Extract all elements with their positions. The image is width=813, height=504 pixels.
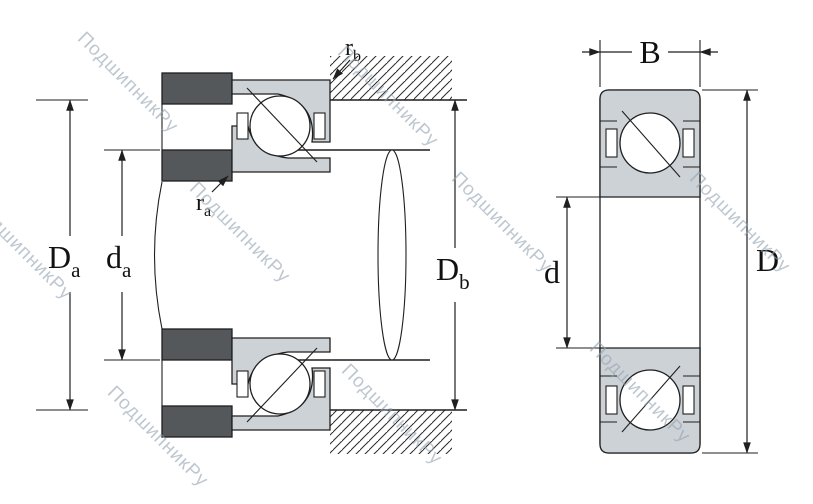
- leader-line: [332, 59, 351, 80]
- contact-angle-line: [246, 347, 318, 423]
- bearing-section-top: [231, 79, 331, 173]
- dimension-label-Da: Da: [48, 239, 81, 282]
- leader-line: [211, 175, 229, 193]
- spacer-block-bottom-outer: [161, 405, 233, 438]
- callout-rb: rb: [332, 35, 361, 80]
- ball-icon: [249, 353, 311, 415]
- dimension-label-D: D: [756, 242, 779, 278]
- label-rb: rb: [345, 35, 361, 65]
- dimension-da: da: [104, 149, 160, 361]
- cage-pocket: [682, 128, 695, 158]
- dimension-d: d: [544, 196, 600, 349]
- cage-pocket: [313, 112, 326, 140]
- dimension-B: B: [582, 34, 718, 87]
- spacer-block-bottom-inner: [161, 328, 233, 361]
- cage-pocket: [236, 112, 249, 140]
- label-ra: ra: [196, 190, 211, 220]
- cage-pocket: [236, 370, 249, 398]
- dimension-Da: Da: [36, 99, 88, 411]
- shaft-left-curve: [153, 181, 163, 330]
- ball-icon: [249, 95, 311, 157]
- housing-hatch-bottom: [330, 410, 452, 454]
- cage-pocket: [605, 385, 618, 415]
- spacer-block-top-outer: [161, 72, 233, 105]
- dimension-label-Db: Db: [436, 251, 470, 294]
- cage-pocket: [313, 370, 326, 398]
- cage-pocket: [682, 385, 695, 415]
- shaft-end-ellipse: [377, 149, 407, 361]
- mounted-section-view: Da da Db ra: [36, 35, 470, 454]
- contact-angle-line: [621, 365, 681, 433]
- dimension-label-d: d: [544, 254, 560, 290]
- dimension-label-B: B: [639, 34, 660, 70]
- bearing-section-bottom: [231, 337, 331, 431]
- bearing-front-view: B d D: [544, 34, 779, 454]
- contact-angle-line: [246, 87, 318, 163]
- dimension-Db: Db: [436, 99, 470, 411]
- dimension-D: D: [702, 89, 779, 454]
- callout-ra: ra: [196, 175, 229, 220]
- dimension-label-da: da: [106, 239, 132, 282]
- contact-angle-line: [621, 110, 681, 178]
- housing-hatch-top: [330, 56, 452, 100]
- cage-pocket: [605, 128, 618, 158]
- spacer-block-top-inner: [161, 149, 233, 182]
